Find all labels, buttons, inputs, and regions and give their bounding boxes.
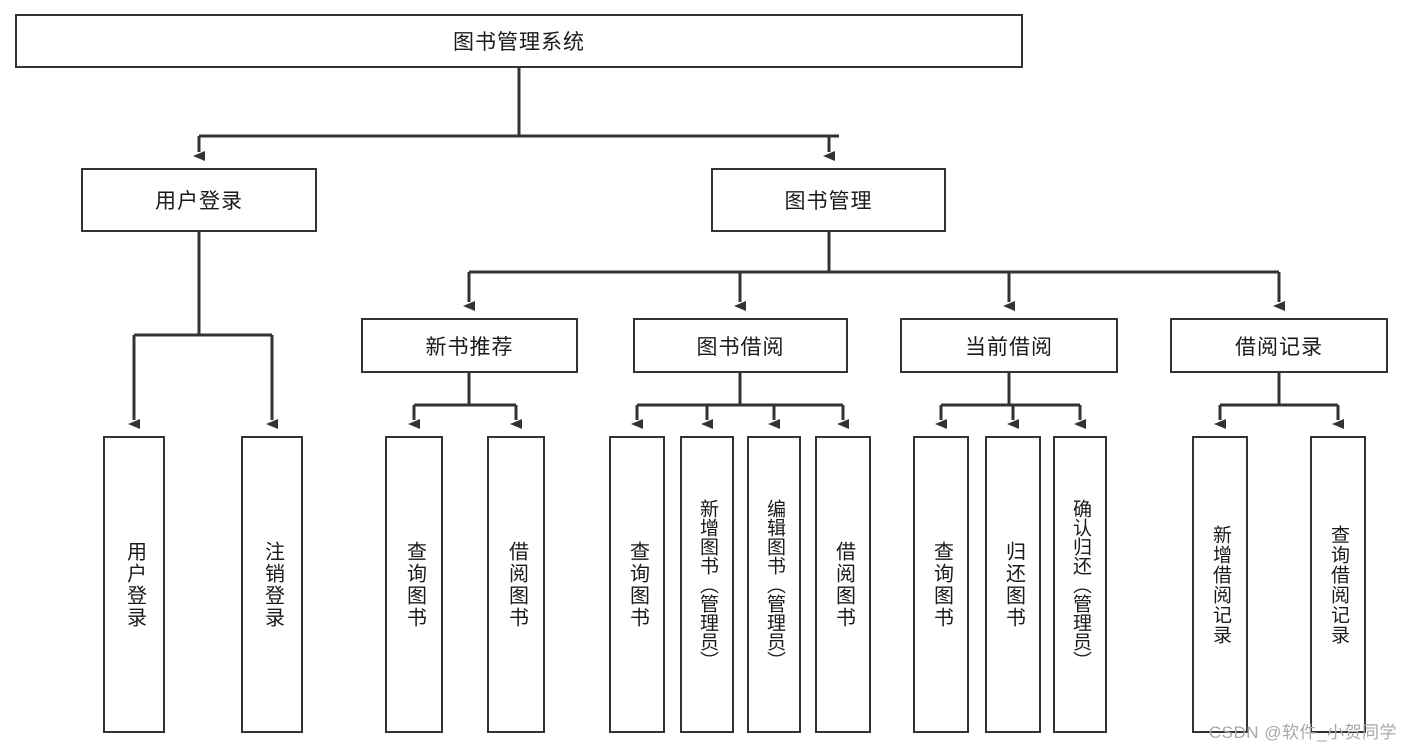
leaf-query-borrow-record[interactable]: 查询借阅记录 <box>1310 436 1366 733</box>
leaf-query-book-recommend-label: 查询图书 <box>403 540 426 629</box>
node-root-label: 图书管理系统 <box>453 31 585 54</box>
leaf-query-book-recommend[interactable]: 查询图书 <box>385 436 443 733</box>
leaf-borrow-book[interactable]: 借阅图书 <box>815 436 871 733</box>
leaf-add-book-admin-label: 新增图书（管理员） <box>696 499 718 670</box>
leaf-add-borrow-record-label: 新增借阅记录 <box>1209 524 1231 645</box>
node-book-management-label: 图书管理 <box>784 190 873 213</box>
node-root[interactable]: 图书管理系统 <box>15 14 1023 68</box>
node-user-login-label: 用户登录 <box>155 190 243 213</box>
node-user-login[interactable]: 用户登录 <box>81 168 317 232</box>
leaf-return-book-label: 归还图书 <box>1002 540 1025 629</box>
leaf-add-borrow-record[interactable]: 新增借阅记录 <box>1192 436 1248 733</box>
leaf-borrow-book-label: 借阅图书 <box>832 540 855 629</box>
leaf-user-login-label: 用户登录 <box>123 540 146 629</box>
leaf-user-login[interactable]: 用户登录 <box>103 436 165 733</box>
leaf-edit-book-admin-label: 编辑图书（管理员） <box>763 499 785 670</box>
leaf-logout[interactable]: 注销登录 <box>241 436 303 733</box>
node-current-borrow[interactable]: 当前借阅 <box>900 318 1118 373</box>
node-book-borrow-label: 图书借阅 <box>696 335 785 359</box>
leaf-query-book-borrow-label: 查询图书 <box>626 540 649 629</box>
node-new-book-recommend-label: 新书推荐 <box>425 335 514 359</box>
leaf-query-book-current[interactable]: 查询图书 <box>913 436 969 733</box>
leaf-query-book-borrow[interactable]: 查询图书 <box>609 436 665 733</box>
leaf-add-book-admin[interactable]: 新增图书（管理员） <box>680 436 734 733</box>
node-borrow-records-label: 借阅记录 <box>1235 335 1323 359</box>
leaf-borrow-book-recommend[interactable]: 借阅图书 <box>487 436 545 733</box>
node-current-borrow-label: 当前借阅 <box>965 335 1053 359</box>
node-borrow-records[interactable]: 借阅记录 <box>1170 318 1388 373</box>
leaf-edit-book-admin[interactable]: 编辑图书（管理员） <box>747 436 801 733</box>
node-book-management[interactable]: 图书管理 <box>711 168 946 232</box>
leaf-logout-label: 注销登录 <box>261 540 284 629</box>
leaf-query-borrow-record-label: 查询借阅记录 <box>1327 524 1349 645</box>
leaf-confirm-return-admin-label: 确认归还（管理员） <box>1069 499 1091 670</box>
leaf-borrow-book-recommend-label: 借阅图书 <box>505 540 528 629</box>
leaf-query-book-current-label: 查询图书 <box>930 540 953 629</box>
watermark-text: CSDN @软件_小贺同学 <box>1208 723 1397 742</box>
leaf-confirm-return-admin[interactable]: 确认归还（管理员） <box>1053 436 1107 733</box>
leaf-return-book[interactable]: 归还图书 <box>985 436 1041 733</box>
node-book-borrow[interactable]: 图书借阅 <box>633 318 848 373</box>
node-new-book-recommend[interactable]: 新书推荐 <box>361 318 578 373</box>
